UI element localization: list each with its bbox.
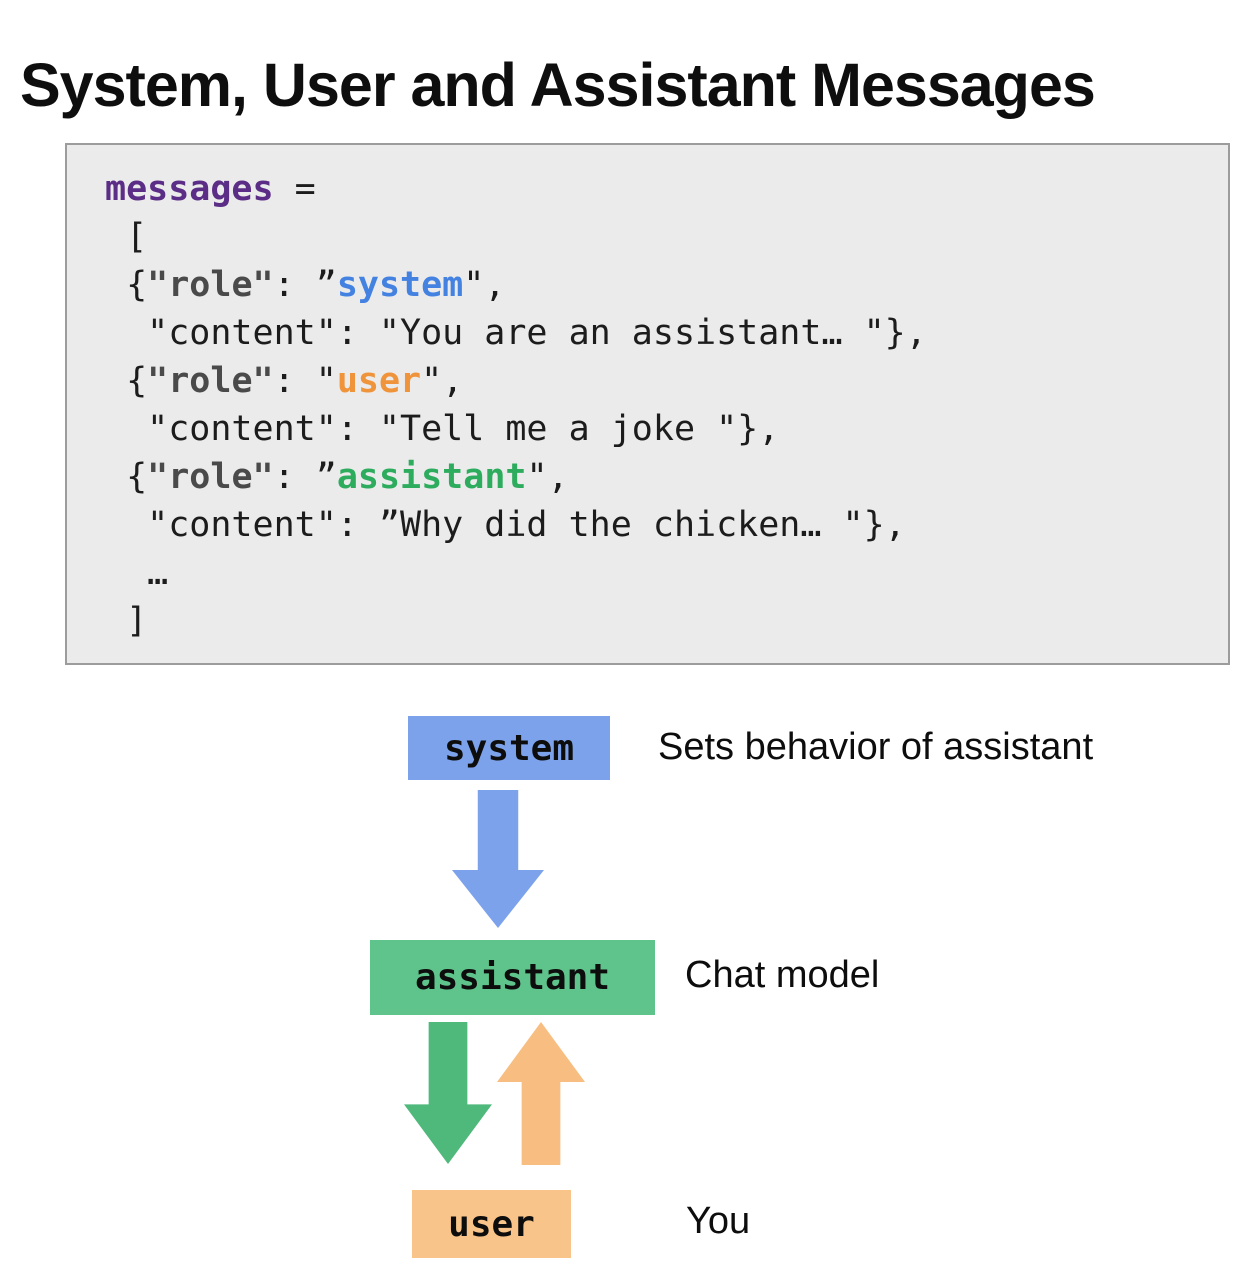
code-token-var: messages (105, 169, 274, 209)
roles-flow-diagram: system Sets behavior of assistant assist… (0, 690, 1260, 1282)
code-token-plain: ] (105, 601, 148, 641)
code-token-system: system (336, 265, 464, 305)
code-block: messages = [ {"role": ”system", "content… (65, 143, 1230, 665)
code-token-plain: ", (526, 457, 569, 497)
code-line: {"role": ”system", (105, 261, 1228, 309)
code-token-key: "role" (147, 457, 274, 497)
code-token-plain: { (105, 457, 148, 497)
user-role-label: user (448, 1203, 535, 1245)
code-token-plain: "content": ”Why did the chicken… "}, (105, 505, 906, 545)
system-role-label: system (443, 727, 575, 769)
system-role-box: system (408, 716, 610, 780)
code-token-key: "role" (147, 265, 274, 305)
assistant-caption: Chat model (685, 954, 880, 996)
code-line: "content": "You are an assistant… "}, (105, 309, 1228, 357)
code-token-user: user (336, 361, 422, 401)
code-token-plain: "content": "You are an assistant… "}, (105, 313, 927, 353)
assistant-role-box: assistant (370, 940, 655, 1015)
code-line: {"role": ”assistant", (105, 453, 1228, 501)
user-role-box: user (412, 1190, 571, 1258)
code-token-assistant: assistant (336, 457, 527, 497)
code-line: … (105, 549, 1228, 597)
system-caption: Sets behavior of assistant (658, 726, 1094, 768)
page-title: System, User and Assistant Messages (20, 50, 1096, 119)
arrow-system-to-assistant-icon (452, 790, 544, 928)
assistant-role-label: assistant (414, 957, 611, 998)
code-line: "content": ”Why did the chicken… "}, (105, 501, 1228, 549)
code-token-plain: "content": "Tell me a joke "}, (105, 409, 780, 449)
code-token-plain: [ (105, 217, 148, 257)
code-token-plain: ", (421, 361, 464, 401)
code-line: [ (105, 213, 1228, 261)
code-token-plain: … (105, 553, 169, 593)
code-token-plain: : " (273, 361, 337, 401)
code-line: ] (105, 597, 1228, 645)
arrow-assistant-to-user-icon (404, 1022, 492, 1164)
code-token-plain: { (105, 265, 148, 305)
user-caption: You (686, 1200, 751, 1242)
arrow-user-to-assistant-icon (497, 1022, 585, 1165)
code-line: {"role": "user", (105, 357, 1228, 405)
code-token-plain: = (273, 169, 316, 209)
code-token-plain: : ” (273, 457, 337, 497)
code-line: "content": "Tell me a joke "}, (105, 405, 1228, 453)
code-token-key: "role" (147, 361, 274, 401)
code-token-plain: ", (463, 265, 506, 305)
code-line: messages = (105, 165, 1228, 213)
code-token-plain: : ” (273, 265, 337, 305)
code-token-plain: { (105, 361, 148, 401)
